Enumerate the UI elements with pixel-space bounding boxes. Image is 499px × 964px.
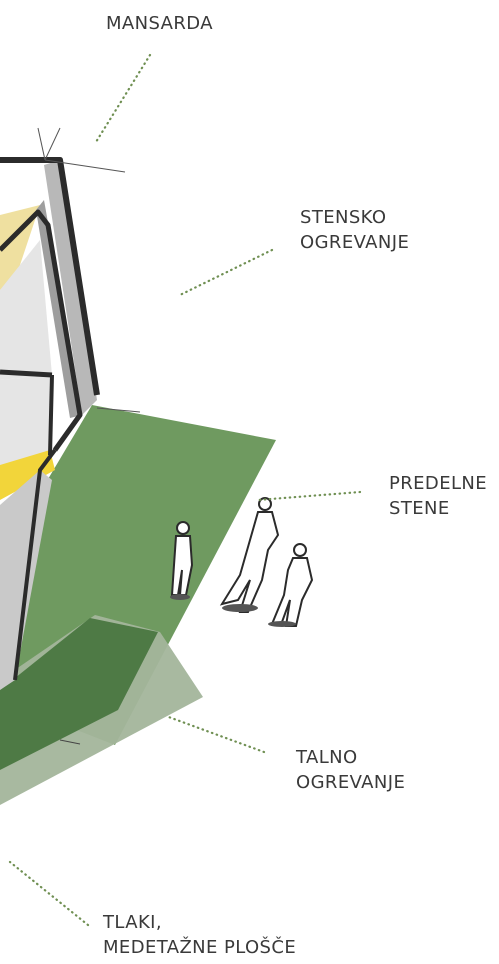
label-stensko-line-1: STENSKO [300,205,409,230]
person-shadow-1 [170,594,190,600]
guide-line-roof-2 [38,128,45,160]
label-predelne-stene: PREDELNE STENE [389,471,487,521]
leader-stensko [180,250,272,295]
guide-line-roof-3 [45,128,60,160]
leader-tlaki [10,862,88,925]
leader-predelne [258,492,360,500]
label-stensko-line-2: OGREVANJE [300,230,409,255]
label-mansarda-line-1: MANSARDA [106,11,213,36]
label-tlaki-medetazne-plosce: TLAKI, MEDETAŽNE PLOŠČE [103,910,296,960]
label-stensko-ogrevanje: STENSKO OGREVANJE [300,205,409,255]
floor-line [0,372,52,375]
person-figure-3 [272,544,312,626]
person-shadow-2 [222,604,258,612]
label-talno-ogrevanje: TALNO OGREVANJE [296,745,405,795]
label-mansarda: MANSARDA [106,11,213,36]
leader-mansarda [96,55,150,142]
label-talno-line-2: OGREVANJE [296,770,405,795]
label-tlaki-line-1: TLAKI, [103,910,296,935]
person-shadow-3 [268,621,296,627]
wall-edge [50,375,52,455]
label-tlaki-line-2: MEDETAŽNE PLOŠČE [103,935,296,960]
label-talno-line-1: TALNO [296,745,405,770]
label-predelne-line-1: PREDELNE [389,471,487,496]
label-predelne-line-2: STENE [389,496,487,521]
leader-talno [166,716,264,752]
